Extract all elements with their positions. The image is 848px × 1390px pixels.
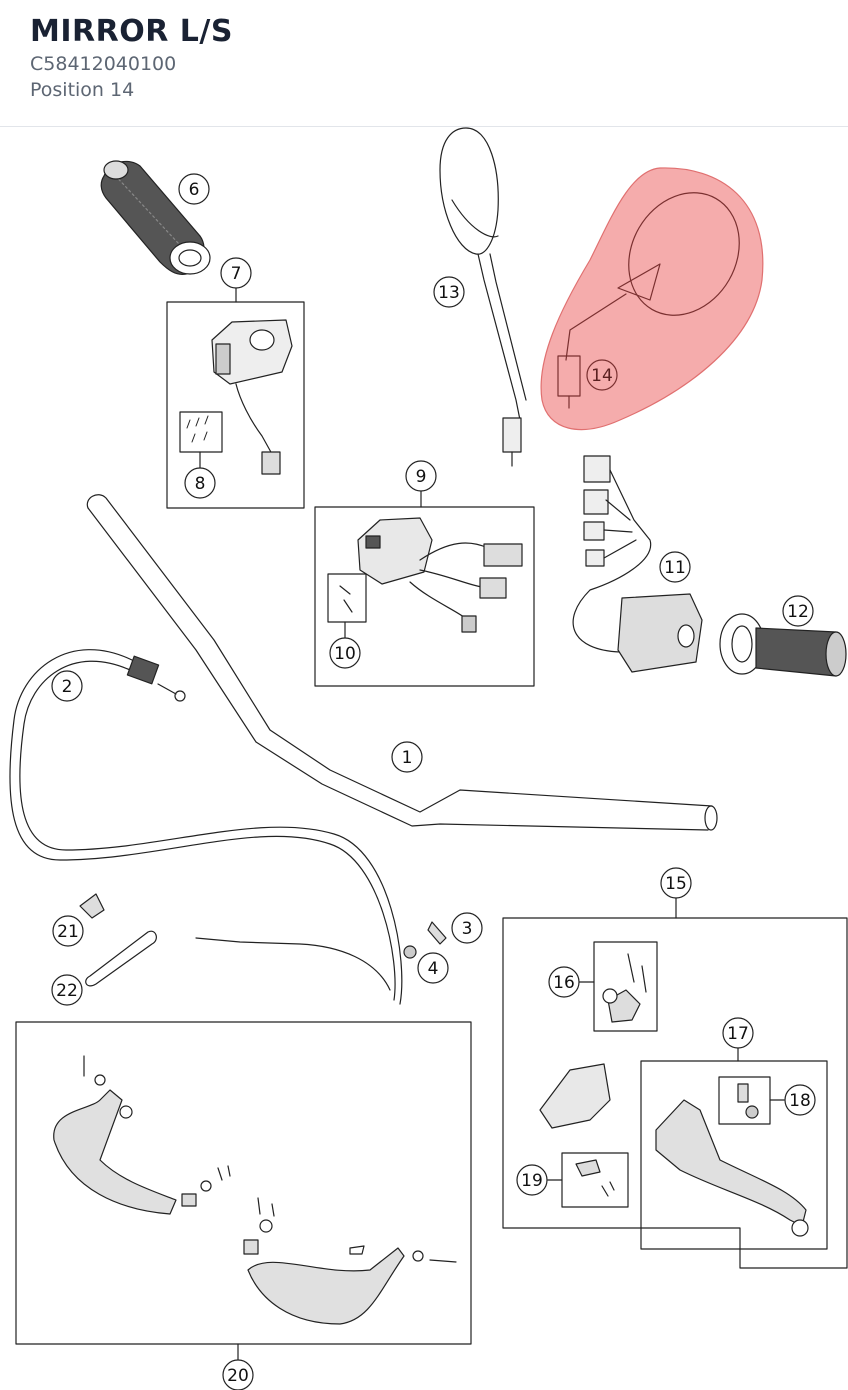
part-title: MIRROR L/S xyxy=(30,14,233,49)
right-grip-drawing[interactable] xyxy=(719,613,847,677)
callout-16[interactable]: 16 xyxy=(548,966,580,998)
hand-guard-box xyxy=(15,1021,472,1345)
mirror-left-highlight[interactable] xyxy=(540,167,764,431)
callout-9[interactable]: 9 xyxy=(405,460,437,492)
callout-8[interactable]: 8 xyxy=(184,467,216,499)
part-header: MIRROR L/S C58412040100 Position 14 xyxy=(0,0,848,127)
callout-label: 20 xyxy=(227,1366,249,1386)
callout-2[interactable]: 2 xyxy=(51,670,83,702)
callout-label: 2 xyxy=(62,677,73,697)
callout-label: 13 xyxy=(438,283,460,303)
callout-label: 8 xyxy=(195,474,206,494)
callout-15[interactable]: 15 xyxy=(660,867,692,899)
left-switch-drawing[interactable] xyxy=(179,319,293,475)
hand-guards-drawing[interactable] xyxy=(53,1055,457,1325)
small-parts-drawing[interactable] xyxy=(79,893,447,991)
callout-label: 12 xyxy=(787,602,809,622)
callout-label: 1 xyxy=(402,748,413,768)
callout-label: 9 xyxy=(416,467,427,487)
callout-label: 7 xyxy=(231,264,242,284)
right-switch-drawing[interactable] xyxy=(327,517,523,641)
callout-label: 21 xyxy=(57,922,79,942)
callout-label: 3 xyxy=(462,919,473,939)
callout-11[interactable]: 11 xyxy=(659,551,691,583)
callout-label: 19 xyxy=(521,1171,543,1191)
clutch-lever-drawing[interactable] xyxy=(539,953,809,1237)
callout-1[interactable]: 1 xyxy=(391,741,423,773)
callout-label: 4 xyxy=(428,959,439,979)
callout-7[interactable]: 7 xyxy=(220,257,252,289)
callout-label: 6 xyxy=(189,180,200,200)
right-switch-connectors-drawing[interactable] xyxy=(572,455,703,673)
callout-20[interactable]: 20 xyxy=(222,1359,254,1390)
callout-label: 10 xyxy=(334,644,356,664)
right-switch-box xyxy=(314,506,535,687)
callout-label: 22 xyxy=(56,981,78,1001)
callout-19[interactable]: 19 xyxy=(516,1164,548,1196)
callout-10[interactable]: 10 xyxy=(329,637,361,669)
callout-4[interactable]: 4 xyxy=(417,952,449,984)
callout-label: 17 xyxy=(727,1024,749,1044)
callout-label: 16 xyxy=(553,973,575,993)
callout-22[interactable]: 22 xyxy=(51,974,83,1006)
part-position: Position 14 xyxy=(30,79,135,101)
callout-21[interactable]: 21 xyxy=(52,915,84,947)
callout-label: 15 xyxy=(665,874,687,894)
callout-3[interactable]: 3 xyxy=(451,912,483,944)
mirror-right-drawing[interactable] xyxy=(439,127,527,467)
callout-17[interactable]: 17 xyxy=(722,1017,754,1049)
clutch-lever-box xyxy=(502,917,848,1269)
left-grip-drawing[interactable] xyxy=(100,160,211,275)
throttle-cable-drawing[interactable] xyxy=(9,649,403,1005)
callout-14[interactable]: 14 xyxy=(586,359,618,391)
callout-label: 11 xyxy=(664,558,686,578)
callout-label: 18 xyxy=(789,1091,811,1111)
handlebar-drawing[interactable] xyxy=(86,494,718,831)
part-number: C58412040100 xyxy=(30,53,177,75)
callout-label: 14 xyxy=(591,366,613,386)
callout-18[interactable]: 18 xyxy=(784,1084,816,1116)
callout-6[interactable]: 6 xyxy=(178,173,210,205)
callout-12[interactable]: 12 xyxy=(782,595,814,627)
callout-13[interactable]: 13 xyxy=(433,276,465,308)
